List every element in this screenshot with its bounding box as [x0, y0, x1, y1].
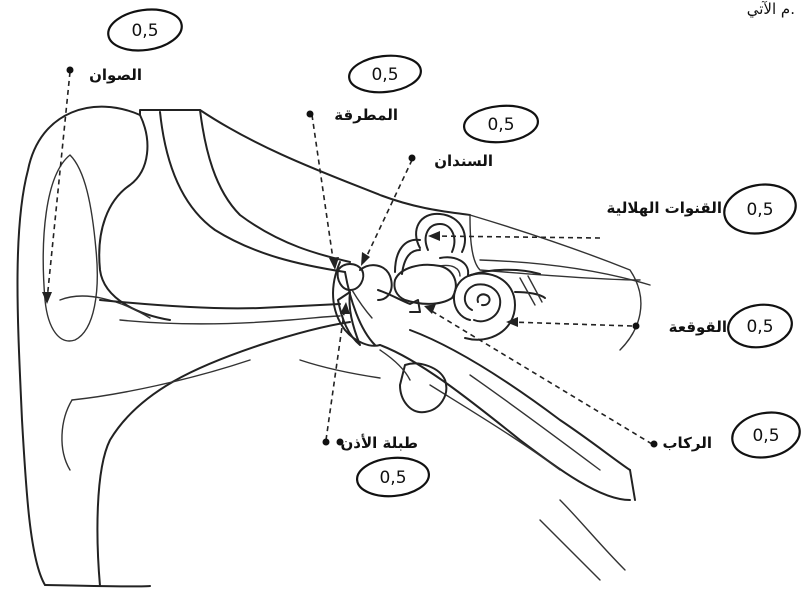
score-eardrum-text: 0,5: [379, 468, 406, 488]
arrow-head-icon: [361, 252, 370, 266]
scores: 0,5 0,5 0,5 0,5 0,5 0,5 0,5: [106, 5, 804, 499]
label-semicircular-canals: القنوات الهلالية: [607, 199, 722, 217]
bullet-icon: [409, 155, 416, 162]
leader-lines: [42, 72, 652, 444]
label-cochlea: القوقعة: [669, 318, 727, 336]
score-eardrum: 0,5: [355, 455, 430, 499]
score-stapes: 0,5: [729, 407, 804, 462]
header-fragment: م الآتي.: [747, 0, 795, 19]
label-pinna: الصوان: [89, 66, 142, 84]
cochlea-leader: [510, 322, 632, 326]
label-malleus: المطرقة: [334, 106, 398, 124]
ear-drawing: [18, 107, 651, 587]
score-cochlea: 0,5: [725, 301, 794, 351]
score-malleus: 0,5: [347, 52, 422, 95]
label-incus: السندان: [434, 152, 493, 170]
score-pinna: 0,5: [106, 5, 185, 55]
score-semicircular-canals: 0,5: [720, 179, 799, 239]
bullet-icon: [651, 441, 658, 448]
score-malleus-text: 0,5: [371, 65, 398, 85]
label-stapes: الركاب: [662, 434, 712, 452]
score-pinna-text: 0,5: [131, 21, 158, 41]
arrow-head-icon: [340, 302, 350, 314]
score-cochlea-text: 0,5: [746, 317, 773, 337]
arrow-head-icon: [428, 231, 440, 241]
arrow-head-icon: [42, 292, 52, 304]
canals-leader: [432, 236, 600, 238]
score-incus-text: 0,5: [487, 115, 514, 135]
label-eardrum: طبلة الأذن: [340, 434, 418, 452]
pinna-leader: [47, 72, 70, 300]
bullet-icon: [307, 111, 314, 118]
score-incus: 0,5: [463, 103, 540, 145]
stapes-leader: [430, 310, 652, 444]
malleus-leader: [312, 115, 334, 266]
score-stapes-text: 0,5: [752, 426, 779, 446]
score-semicircular-canals-text: 0,5: [746, 200, 773, 220]
bullet-icon: [323, 439, 330, 446]
bullet-icon: [67, 67, 74, 74]
bullet-icon: [633, 323, 640, 330]
incus-leader: [364, 160, 412, 262]
labels: الصوان المطرقة السندان القنوات الهلالية …: [89, 66, 727, 452]
